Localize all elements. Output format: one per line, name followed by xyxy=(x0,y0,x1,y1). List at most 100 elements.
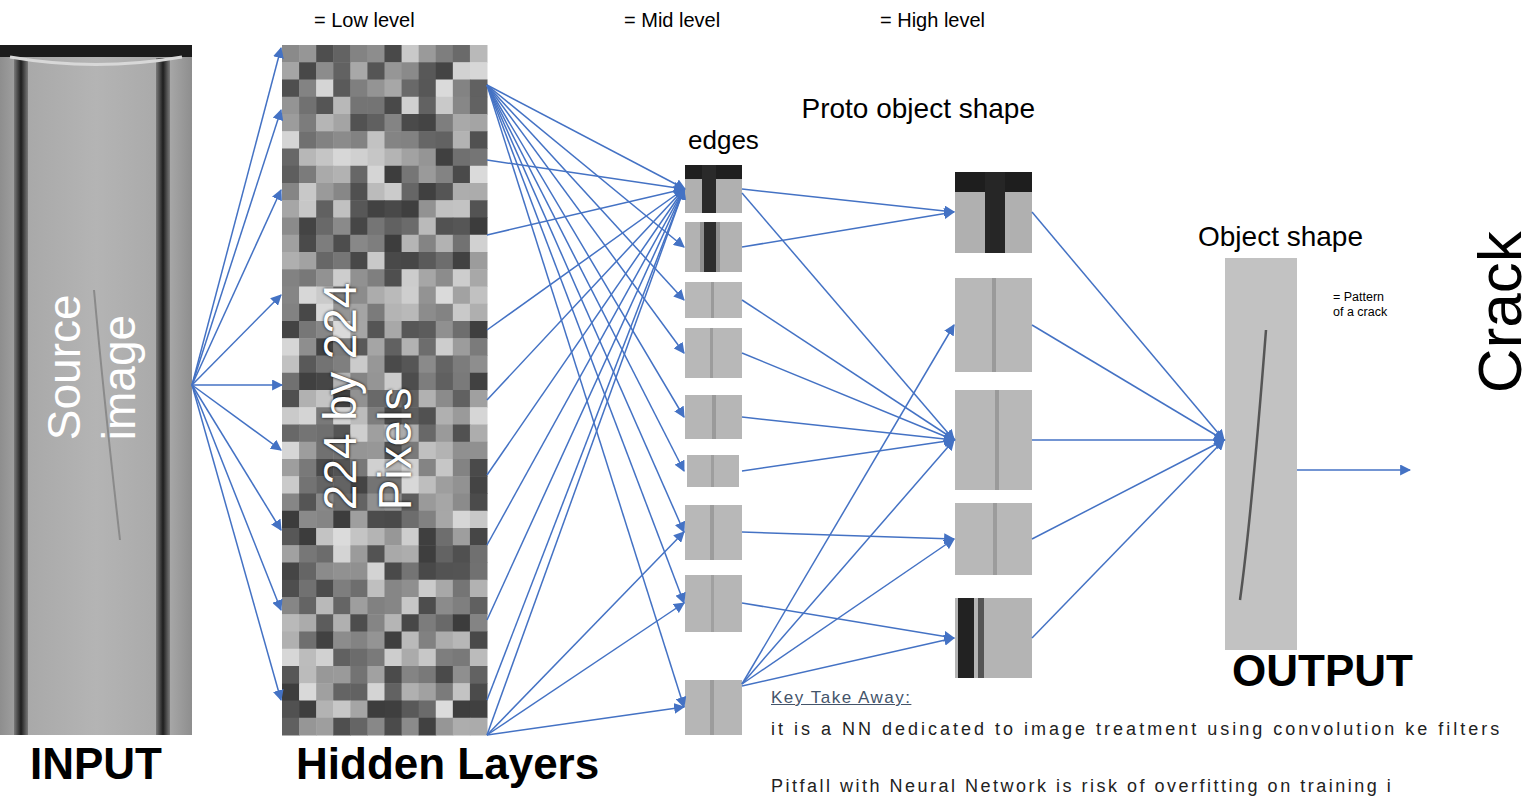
pixel-cell xyxy=(350,580,368,598)
pixel-cell xyxy=(367,649,385,667)
pixel-cell xyxy=(367,114,385,132)
edge-tiles xyxy=(685,165,742,735)
pixel-cell xyxy=(350,80,368,98)
pixel-cell xyxy=(453,62,471,80)
pixel-cell xyxy=(385,166,403,184)
pixel-cell xyxy=(282,511,300,529)
pixel-cell xyxy=(316,528,334,546)
pixel-cell xyxy=(453,390,471,408)
pixel-cell xyxy=(453,701,471,719)
pixel-cell xyxy=(436,545,454,563)
pixel-cell xyxy=(470,149,488,167)
pixel-cell xyxy=(402,235,420,253)
pixel-cell xyxy=(453,528,471,546)
pixel-cell xyxy=(419,114,437,132)
feature-tile xyxy=(685,505,742,560)
tube-photo xyxy=(0,45,192,735)
tile-edge xyxy=(700,222,720,272)
pixel-cell xyxy=(453,614,471,632)
pixel-cell xyxy=(282,632,300,650)
pixel-cell xyxy=(436,62,454,80)
fan-arrow xyxy=(742,440,954,471)
pixel-cell xyxy=(367,183,385,201)
fan-arrow xyxy=(742,532,954,539)
pixel-cell xyxy=(299,235,317,253)
fan-arrow xyxy=(1032,440,1224,539)
pixel-cell xyxy=(453,338,471,356)
pixel-cell xyxy=(350,683,368,701)
pixel-cell xyxy=(470,666,488,684)
pixel-cell xyxy=(419,97,437,115)
pixel-cell xyxy=(316,149,334,167)
shape-tile xyxy=(955,390,1032,490)
pixel-cell xyxy=(299,563,317,581)
pixel-cell xyxy=(333,200,351,218)
pixel-cell xyxy=(385,683,403,701)
pixel-cell xyxy=(470,718,488,736)
pixel-cell xyxy=(385,649,403,667)
pixel-cell xyxy=(367,718,385,736)
pixel-cell xyxy=(367,45,385,63)
pixel-cell xyxy=(402,338,420,356)
pixel-cell xyxy=(333,580,351,598)
fan-arrow xyxy=(1297,469,1410,471)
pixel-cell xyxy=(282,252,300,270)
pixel-cell xyxy=(453,304,471,322)
pixel-cell xyxy=(282,235,300,253)
pixel-cell xyxy=(350,235,368,253)
pixel-cell xyxy=(402,666,420,684)
pixel-cell xyxy=(419,166,437,184)
pixel-cell xyxy=(436,442,454,460)
pixel-cell xyxy=(385,149,403,167)
pixel-cell xyxy=(419,632,437,650)
pixel-cell xyxy=(367,701,385,719)
pixel-cell xyxy=(316,683,334,701)
pixel-cell xyxy=(333,528,351,546)
pixel-cell xyxy=(333,563,351,581)
pixel-cell xyxy=(453,459,471,477)
fan-arrow xyxy=(487,189,684,330)
pixel-cell xyxy=(282,649,300,667)
pixel-cell xyxy=(470,62,488,80)
pixel-cell xyxy=(470,373,488,391)
pixel-cell xyxy=(419,459,437,477)
fan-arrow xyxy=(487,189,684,235)
pixel-cell xyxy=(419,131,437,149)
pixel-cell xyxy=(436,683,454,701)
pixel-cell xyxy=(299,597,317,615)
pixel-cell xyxy=(436,580,454,598)
pixel-cell xyxy=(419,80,437,98)
pixel-cell xyxy=(419,218,437,236)
tube-wall xyxy=(14,58,28,735)
pixel-cell xyxy=(470,304,488,322)
tile-edge xyxy=(711,282,714,318)
pixel-cell xyxy=(333,97,351,115)
pixel-cell xyxy=(299,580,317,598)
pixel-cell xyxy=(333,632,351,650)
pixel-cell xyxy=(402,563,420,581)
pixel-cell xyxy=(402,149,420,167)
pixel-cell xyxy=(470,114,488,132)
pixel-cell xyxy=(419,580,437,598)
section-title: INPUT xyxy=(30,738,162,791)
pixel-cell xyxy=(470,183,488,201)
pixel-cell xyxy=(299,80,317,98)
pixel-cell xyxy=(419,269,437,287)
pixel-cell xyxy=(282,614,300,632)
layer-heading: Object shape xyxy=(1198,220,1363,254)
feature-tile xyxy=(685,222,742,272)
pixel-cell xyxy=(350,718,368,736)
pixel-cell xyxy=(333,718,351,736)
pixel-cell xyxy=(419,528,437,546)
pixel-cell xyxy=(333,511,351,529)
pixel-cell xyxy=(436,97,454,115)
tile-shape xyxy=(978,598,984,678)
pixel-cell xyxy=(299,683,317,701)
pixel-cell xyxy=(385,97,403,115)
pixel-cell xyxy=(402,252,420,270)
pixel-cell xyxy=(453,442,471,460)
result-label: Crack xyxy=(1463,231,1537,393)
tile-edge xyxy=(712,395,716,439)
pixel-cell xyxy=(350,511,368,529)
pixel-cell xyxy=(402,183,420,201)
